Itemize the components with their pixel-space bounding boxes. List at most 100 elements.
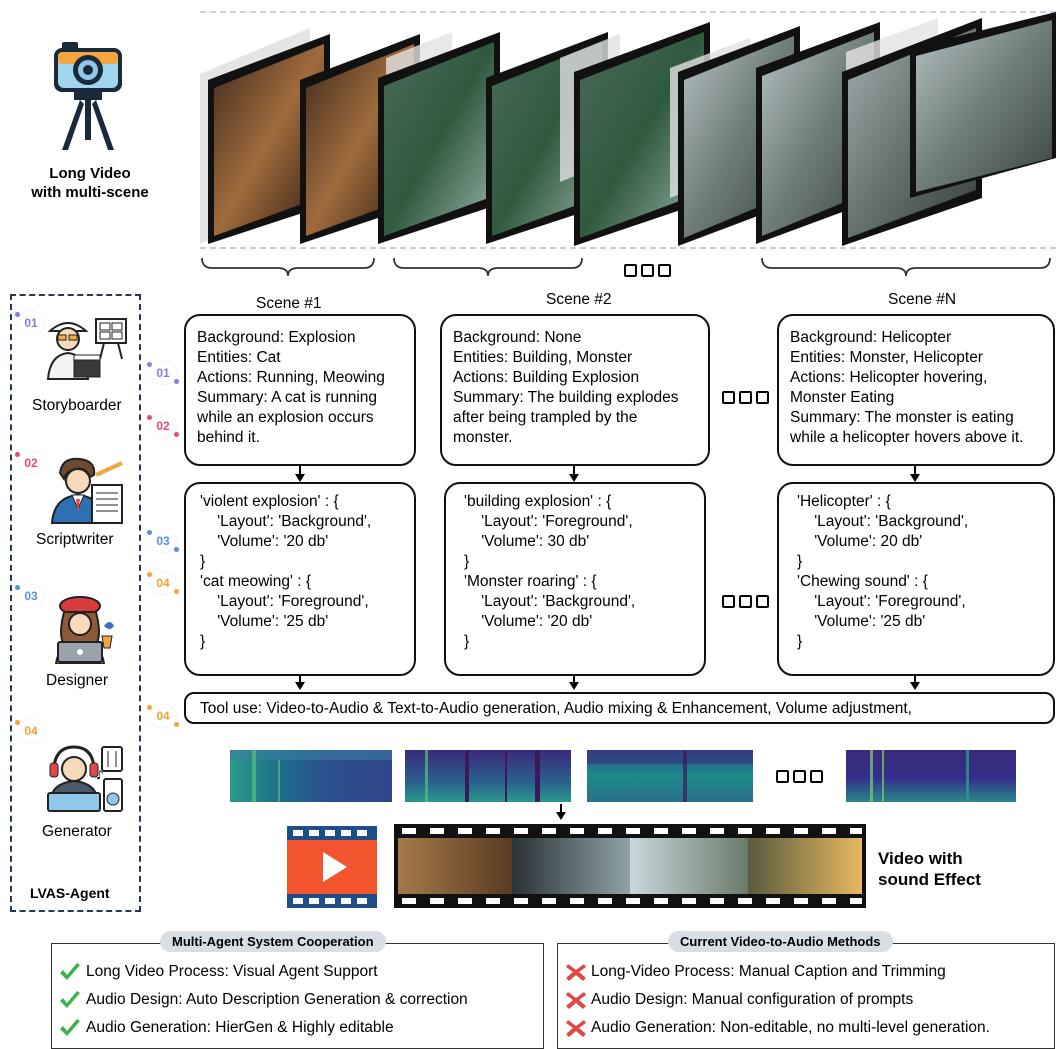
output-title-line2: sound Effect [878, 870, 981, 889]
scriptwriter-icon [50, 455, 126, 525]
multi-agent-feature-row: Long Video Process: Visual Agent Support [58, 962, 378, 982]
sceneN-storyboard-box: Background: Helicopter Entities: Monster… [777, 314, 1055, 466]
current-methods-box [557, 943, 1055, 1049]
step-badge-04b: 04 [147, 705, 179, 727]
sceneN-script-line: } [797, 553, 803, 570]
sceneN-script-line: 'Helicopter' : { [797, 493, 891, 510]
arrow-line [560, 804, 562, 814]
scene1-script-line: 'Volume': '25 db' [200, 613, 329, 630]
agent-panel [10, 294, 141, 912]
agent-badge-03: 03 [15, 585, 44, 607]
tool-use-text: Tool use: Video-to-Audio & Text-to-Audio… [200, 700, 912, 717]
sceneN-brace [760, 256, 1052, 278]
script-ellipsis-icon [722, 595, 769, 608]
sceneN-script-line: 'Chewing sound' : { [797, 573, 928, 590]
current-method-row: Audio Generation: Non-editable, no multi… [565, 1018, 990, 1038]
arrow-line [299, 466, 301, 476]
method-text: Long-Video Process: Manual Caption and T… [591, 963, 946, 980]
scene1-story-line: Summary: A cat is running [197, 389, 378, 406]
arrow-head [569, 682, 579, 690]
step-badge-03: 03 [147, 530, 179, 552]
cross-icon [566, 964, 586, 981]
arrow-head [556, 812, 566, 820]
sceneN-story-line: Entities: Monster, Helicopter [790, 349, 983, 366]
agent-badge-02: 02 [15, 452, 44, 474]
scene2-story-line: Entities: Building, Monster [453, 349, 633, 366]
scene1-story-line: Actions: Running, Meowing [197, 369, 385, 386]
feature-text: Long Video Process: Visual Agent Support [86, 963, 378, 980]
sceneN-script-box: 'Helicopter' : { 'Layout': 'Background',… [777, 482, 1055, 676]
multi-agent-features-box [51, 943, 544, 1049]
sceneN-story-line: while a helicopter hovers above it. [790, 429, 1024, 446]
agent-badge-01: 01 [15, 312, 44, 334]
output-film-strip [394, 824, 866, 908]
arrow-head [295, 682, 305, 690]
sceneN-story-line: Actions: Helicopter hovering, [790, 369, 988, 386]
scene1-script-line: } [200, 633, 206, 650]
tool-use-box: Tool use: Video-to-Audio & Text-to-Audio… [184, 692, 1055, 724]
current-methods-title: Current Video-to-Audio Methods [668, 931, 893, 952]
scene1-script-line: } [200, 553, 206, 570]
agent-badge-04: 04 [15, 720, 44, 742]
scene2-script-line: 'Layout': 'Background', [464, 593, 636, 610]
scene2-story-line: Actions: Building Explosion [453, 369, 640, 386]
scene2-story-line: Background: None [453, 329, 582, 346]
video-play-icon [287, 826, 377, 908]
scene1-script-line: 'Volume': '20 db' [200, 533, 329, 550]
sceneN-script-line: 'Layout': 'Foreground', [797, 593, 966, 610]
arrow-head [910, 474, 920, 482]
scene1-script-line: 'violent explosion' : { [200, 493, 339, 510]
spectrogram-ellipsis-icon [776, 770, 823, 783]
generator-icon: ♪ [46, 743, 124, 813]
sceneN-script-line: } [797, 633, 803, 650]
scene1-story-line: Background: Explosion [197, 329, 356, 346]
scene-ellipsis-icon [624, 264, 671, 277]
sceneN-script-line: 'Volume': '25 db' [797, 613, 926, 630]
scene2-storyboard-box: Background: None Entities: Building, Mon… [440, 314, 710, 466]
scene1-story-line: behind it. [197, 429, 260, 446]
sceneN-story-line: Monster Eating [790, 389, 895, 406]
current-method-row: Audio Design: Manual configuration of pr… [565, 990, 913, 1010]
agent-panel-label: LVAS-Agent [30, 885, 110, 901]
camera-tripod-icon [48, 38, 128, 156]
input-title-line1: Long Video [49, 165, 131, 182]
arrow-line [573, 466, 575, 476]
spectrogram-4 [846, 750, 1016, 802]
cross-icon [566, 992, 586, 1009]
scene2-script-line: 'Volume': '20 db' [464, 613, 593, 630]
current-method-row: Long-Video Process: Manual Caption and T… [565, 962, 946, 982]
scene1-story-line: Entities: Cat [197, 349, 281, 366]
arrow-line [573, 676, 575, 684]
spectrogram-2 [405, 750, 571, 802]
arrow-line [299, 676, 301, 684]
sceneN-story-line: Summary: The monster is eating [790, 409, 1014, 426]
feature-text: Audio Generation: HierGen & Highly edita… [86, 1019, 394, 1036]
check-icon [60, 991, 80, 1008]
input-title: Long Video with multi-scene [20, 164, 160, 202]
output-title: Video with sound Effect [878, 848, 981, 890]
storyboarder-icon [44, 313, 132, 381]
step-badge-01: 01 [147, 362, 179, 384]
scene2-script-line: } [464, 553, 470, 570]
multi-agent-feature-row: Audio Generation: HierGen & Highly edita… [58, 1018, 394, 1038]
step-badge-02: 02 [147, 415, 179, 437]
sceneN-label: Scene #N [888, 291, 957, 308]
agent-name-generator: Generator [42, 823, 112, 840]
spectrogram-1 [230, 750, 392, 802]
sceneN-script-line: 'Volume': 20 db' [797, 533, 923, 550]
multi-agent-feature-row: Audio Design: Auto Description Generatio… [58, 990, 468, 1010]
scene2-script-line: } [464, 633, 470, 650]
check-icon [60, 963, 80, 980]
arrow-line [914, 676, 916, 684]
scene2-script-line: 'Monster roaring' : { [464, 573, 597, 590]
storyboard-ellipsis-icon [722, 391, 769, 404]
scene2-script-box: 'building explosion' : { 'Layout': 'Fore… [444, 482, 706, 676]
scene1-script-line: 'cat meowing' : { [200, 573, 312, 590]
sceneN-script-line: 'Layout': 'Background', [797, 513, 969, 530]
check-icon [60, 1019, 80, 1036]
method-text: Audio Design: Manual configuration of pr… [591, 991, 914, 1008]
scene1-label: Scene #1 [256, 295, 322, 312]
spectrogram-3 [587, 750, 753, 802]
scene1-brace [200, 256, 376, 278]
scene1-storyboard-box: Background: Explosion Entities: Cat Acti… [184, 314, 416, 466]
